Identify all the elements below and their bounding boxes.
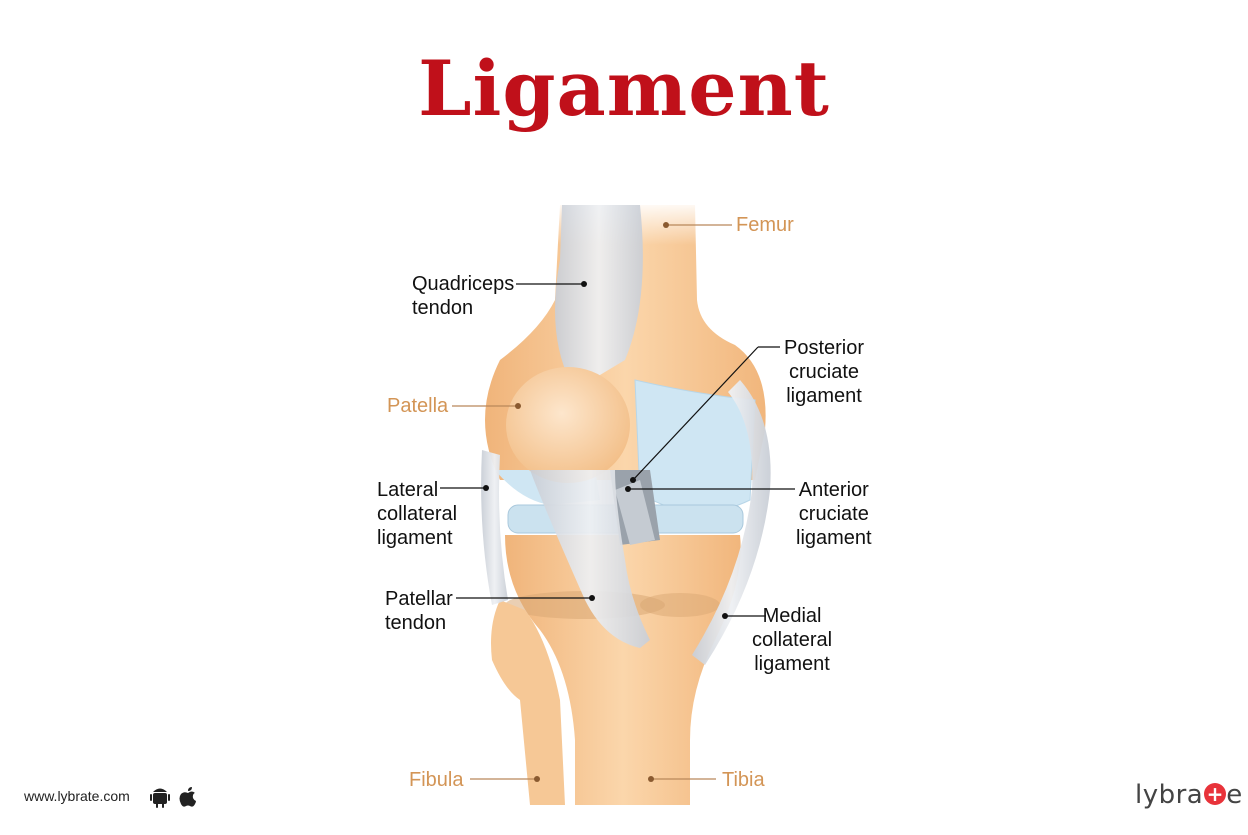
bone-leader-dots (515, 222, 669, 782)
brand-suffix: e (1226, 780, 1243, 810)
bone-leader-lines (452, 224, 732, 780)
label-medial-collateral-ligament: Medial collateral ligament (752, 605, 833, 675)
app-store-icons (150, 786, 200, 813)
label-lateral-collateral-ligament: Lateral collateral ligament (377, 479, 458, 549)
label-anterior-cruciate-ligament: Anterior cruciate ligament (796, 479, 872, 549)
brand-logo[interactable]: lybra+e (1135, 780, 1243, 810)
label-patella: Patella (387, 395, 449, 417)
label-patellar-tendon: Patellar tendon (385, 588, 453, 634)
label-fibula: Fibula (409, 769, 464, 791)
leader-dots (483, 281, 728, 619)
patellar-tendon-shape (530, 470, 650, 648)
brand-text: lybra (1135, 780, 1204, 810)
android-icon (150, 788, 170, 808)
label-femur: Femur (736, 214, 794, 236)
medial-collateral-ligament-shape (692, 380, 771, 665)
cruciate-ligaments-front (615, 480, 655, 545)
tibia-shade-2 (640, 593, 720, 617)
page-title: Ligament (418, 44, 830, 133)
brand-plus-icon: + (1204, 783, 1227, 805)
footer-url[interactable]: www.lybrate.com (24, 788, 130, 804)
quadriceps-tendon-shape (555, 205, 643, 390)
label-tibia: Tibia (722, 769, 765, 791)
leader-lines (440, 283, 795, 617)
patella-bone (506, 367, 630, 483)
label-quadriceps-tendon: Quadriceps tendon (412, 273, 515, 319)
fibula-bone (491, 600, 565, 805)
apple-icon (179, 787, 196, 807)
label-posterior-cruciate-ligament: Posterior cruciate ligament (784, 337, 865, 407)
